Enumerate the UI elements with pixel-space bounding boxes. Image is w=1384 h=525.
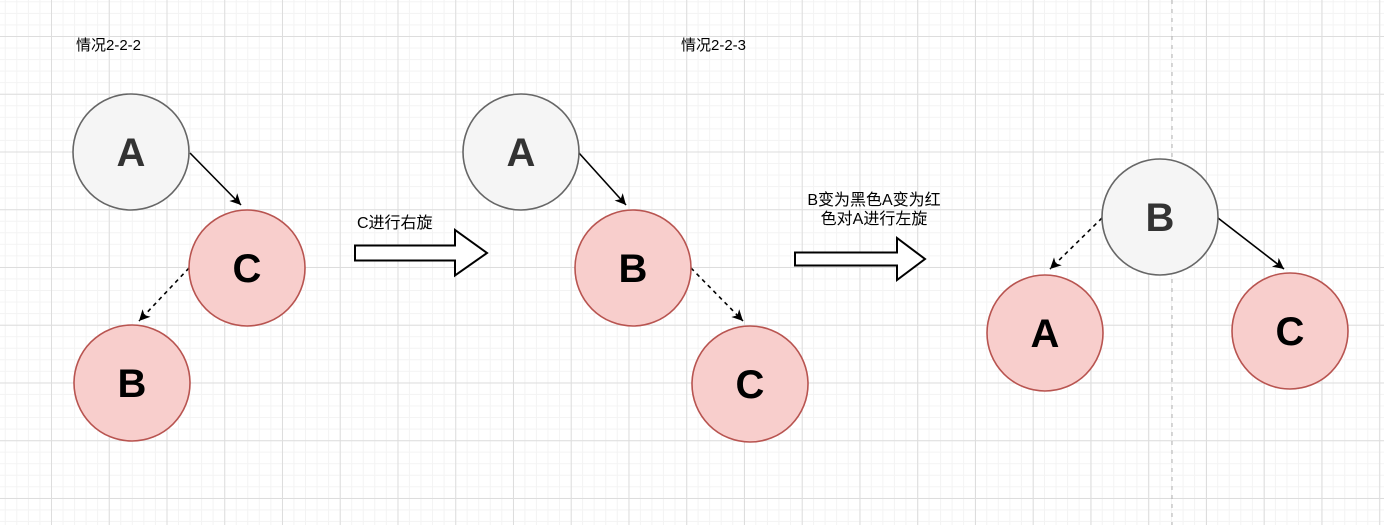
node-tree2-a[interactable]: A	[462, 93, 580, 211]
transition-2-label-line2: 色对A进行左旋	[820, 211, 928, 228]
edge-tree3-b-to-c-solid[interactable]	[1217, 217, 1285, 270]
case-label-2-2-3[interactable]: 情况2-2-3	[681, 37, 747, 54]
transition-2-right-arrow-icon[interactable]	[794, 236, 927, 282]
node-tree2-c[interactable]: C	[691, 325, 809, 443]
edge-tree1-c-to-b-dashed[interactable]	[138, 267, 190, 322]
node-tree1-c[interactable]: C	[188, 209, 306, 327]
node-circle-red	[1231, 272, 1349, 390]
node-circle-gray	[72, 93, 190, 211]
node-tree1-a[interactable]: A	[72, 93, 190, 211]
node-circle-red	[574, 209, 692, 327]
node-circle-gray	[1101, 158, 1219, 276]
node-label: B	[118, 362, 147, 406]
edge-tree3-b-to-a-dashed[interactable]	[1049, 217, 1103, 270]
transition-1-label[interactable]: C进行右旋	[357, 215, 433, 232]
node-label: A	[117, 131, 146, 175]
node-label: B	[1146, 196, 1175, 240]
node-circle-red	[73, 324, 191, 442]
case-label-2-2-2[interactable]: 情况2-2-2	[76, 37, 142, 54]
transition-1-right-arrow-icon[interactable]	[354, 228, 489, 278]
node-label: C	[736, 363, 765, 407]
node-label: C	[1276, 310, 1305, 354]
edge-tree2-b-to-c-dashed[interactable]	[690, 267, 744, 322]
node-label: A	[1031, 312, 1060, 356]
transition-2-label[interactable]: B变为黑色A变为红 色对A进行左旋	[792, 191, 956, 229]
node-tree3-a[interactable]: A	[986, 274, 1104, 392]
node-label: C	[233, 247, 262, 291]
node-tree3-b[interactable]: B	[1101, 158, 1219, 276]
node-label: A	[507, 131, 536, 175]
node-circle-gray	[462, 93, 580, 211]
node-circle-red	[691, 325, 809, 443]
node-tree2-b[interactable]: B	[574, 209, 692, 327]
edge-tree2-a-to-b-solid[interactable]	[578, 152, 627, 206]
node-tree3-c[interactable]: C	[1231, 272, 1349, 390]
transition-2-label-line1: B变为黑色A变为红	[807, 192, 941, 209]
node-circle-red	[188, 209, 306, 327]
node-label: B	[619, 247, 648, 291]
edge-tree1-a-to-c-solid[interactable]	[189, 152, 242, 206]
node-circle-red	[986, 274, 1104, 392]
node-tree1-b[interactable]: B	[73, 324, 191, 442]
